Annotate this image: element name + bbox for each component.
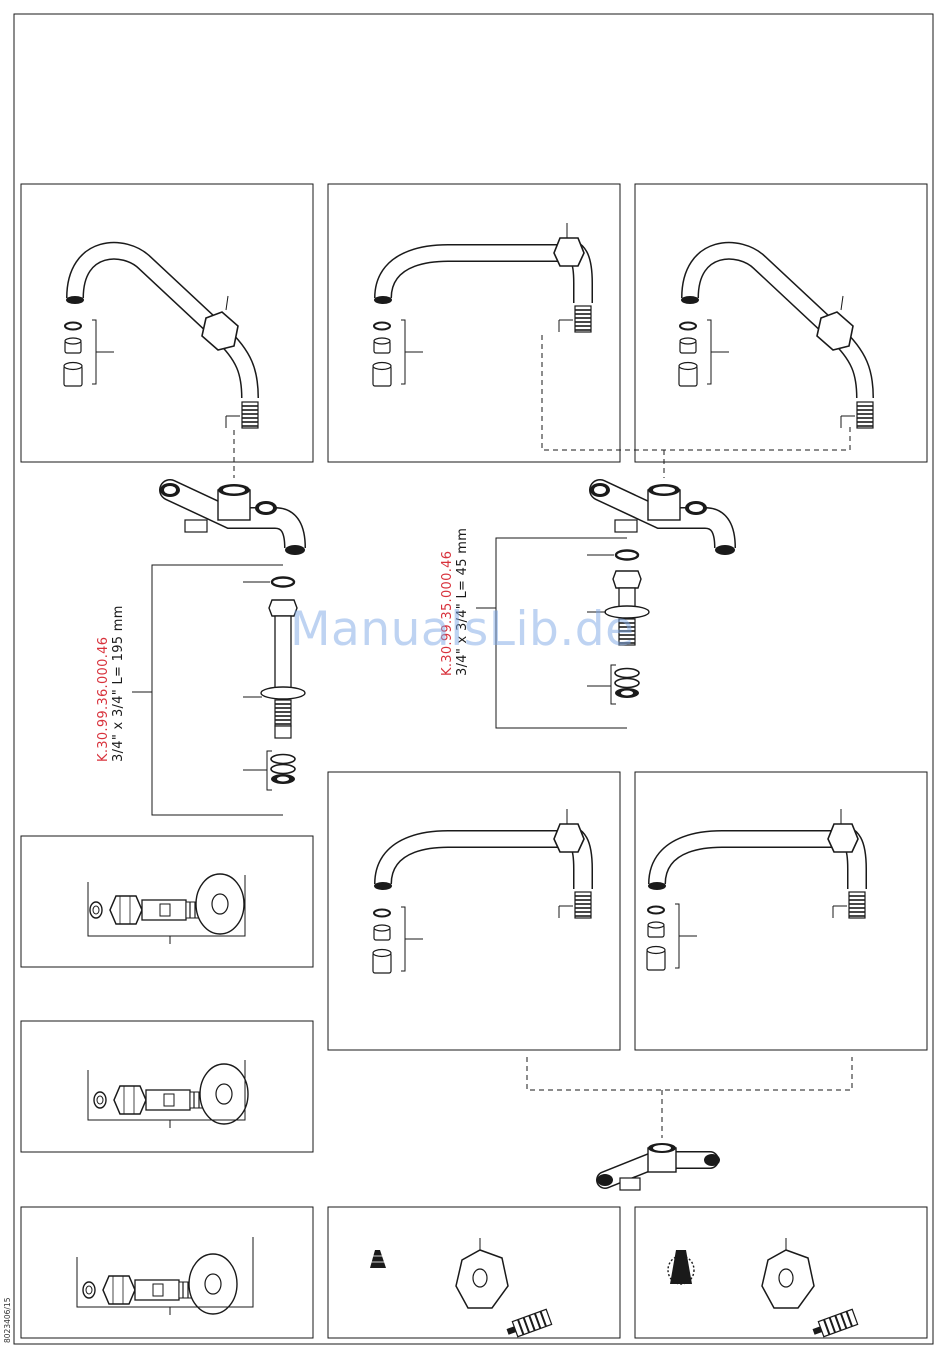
watermark: ManualsLib.de xyxy=(290,602,635,657)
part-spec-long: 3/4" x 3/4" L= 195 mm xyxy=(111,605,126,762)
valve-body-left xyxy=(160,483,305,555)
wall-mount-body xyxy=(597,1143,720,1190)
panel-straight-spout-top-center xyxy=(328,184,620,462)
panel-straight-spout-mid-right xyxy=(635,772,927,1050)
panel-handle-1 xyxy=(328,1207,620,1339)
panel-handle-2 xyxy=(635,1207,927,1339)
valve-body-right xyxy=(590,483,735,555)
spline-adapter-icon xyxy=(668,1250,694,1284)
document-number: 8023406/15 xyxy=(3,1298,12,1343)
panel-straight-spout-mid-center xyxy=(328,772,620,1050)
panel-flange-3 xyxy=(21,1207,313,1338)
connector-long-label: K.30.99.36.000.46 3/4" x 3/4" L= 195 mm xyxy=(96,605,126,762)
assembly-guides xyxy=(234,335,852,1138)
panel-flange-1 xyxy=(21,836,313,967)
spline-adapter-icon xyxy=(370,1250,386,1268)
panel-angled-spout-left xyxy=(21,184,313,462)
panel-flange-2 xyxy=(21,1021,313,1152)
connector-long-assembly xyxy=(132,565,305,815)
part-code-long: K.30.99.36.000.46 xyxy=(96,605,111,762)
panel-angled-spout-right xyxy=(635,184,927,462)
